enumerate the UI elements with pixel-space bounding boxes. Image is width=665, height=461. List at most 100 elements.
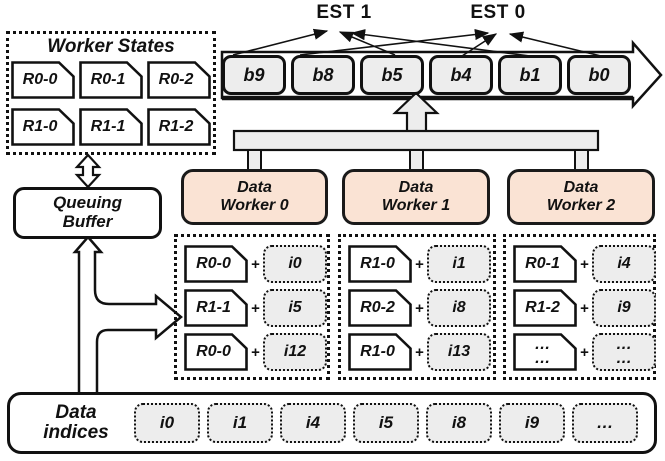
worker-1-queue: R1-0 + i1 R0-2 + i8 R1-0 + i13 [338, 234, 496, 380]
data-worker-1-line1: Data [398, 178, 434, 196]
bus-stub-worker0 [247, 149, 262, 172]
queue-row: R0-1 + i4 [513, 245, 656, 283]
data-index-item: … [572, 403, 638, 443]
state-card-label: R1-0 [360, 255, 395, 273]
state-card-shape [146, 61, 211, 99]
data-index-item: i5 [353, 403, 419, 443]
distribution-bus [232, 91, 600, 172]
data-worker-1-line2: Worker 1 [381, 197, 451, 214]
plus-sign: + [251, 343, 260, 361]
state-card: R0-0 [184, 333, 248, 371]
state-card: R1-0 [348, 333, 412, 371]
data-index-item: i1 [207, 403, 273, 443]
state-card-label: R0-1 [525, 255, 560, 273]
data-index-list: i0 i1 i4 i5 i8 i9 … [134, 403, 638, 443]
queue-row: R1-1 + i5 [184, 289, 327, 327]
state-card-shape [513, 245, 577, 283]
batch-block-b4: b4 [429, 55, 493, 95]
plus-sign: + [415, 255, 424, 273]
state-card-label: R1-1 [196, 299, 231, 317]
state-card: R1-2 [513, 289, 577, 327]
data-indices-title-line1: Data [55, 402, 97, 424]
index-cell: i0 [263, 245, 327, 283]
bus-bar [232, 129, 600, 152]
state-card-label: R0-0 [196, 343, 231, 361]
queue-row: R0-2 + i8 [348, 289, 493, 327]
state-card-shape [10, 61, 75, 99]
state-card-label: R1-2 [525, 299, 560, 317]
worker-state-cell: R1-1 [78, 108, 143, 146]
state-card-label: R0-0 [196, 255, 231, 273]
state-card-shape [348, 289, 412, 327]
est-assignment-arrows [232, 28, 602, 57]
plus-sign: + [251, 299, 260, 317]
plus-sign: + [415, 343, 424, 361]
state-card-shape [513, 333, 577, 371]
state-card-label: R1-0 [360, 343, 395, 361]
data-indices-title: Data indices [30, 403, 122, 443]
index-cell: i1 [427, 245, 491, 283]
state-card-shape [184, 333, 248, 371]
worker-state-label: R1-1 [90, 118, 126, 136]
data-index-item: i0 [134, 403, 200, 443]
queue-row: R0-0 + i0 [184, 245, 327, 283]
state-card-shape [78, 108, 143, 146]
worker-state-cell: R0-0 [10, 61, 75, 99]
data-indices-panel: Data indices i0 i1 i4 i5 i8 i9 … [7, 392, 657, 454]
queuing-buffer: Queuing Buffer [13, 187, 162, 239]
state-card: R0-0 [184, 245, 248, 283]
data-worker-0-line2: Worker 0 [220, 197, 289, 214]
worker-states-title: Worker States [47, 36, 175, 57]
index-cell: … … [592, 333, 656, 371]
queue-row: R1-0 + i13 [348, 333, 493, 371]
index-cell: i13 [427, 333, 491, 371]
batch-blocks: b9 b8 b5 b4 b1 b0 [222, 55, 631, 95]
bus-stub-worker1 [409, 149, 424, 172]
queuing-buffer-label-line1: Queuing [53, 193, 122, 213]
worker-state-cell: R0-1 [78, 61, 143, 99]
index-cell: i4 [592, 245, 656, 283]
data-indices-title-line2: indices [43, 422, 109, 443]
worker-state-label: R1-0 [22, 118, 58, 136]
worker-state-label: R0-2 [158, 71, 194, 89]
data-worker-0: Data Worker 0 [181, 169, 328, 225]
worker-state-label: R1-2 [158, 118, 194, 136]
state-card-shape [146, 108, 211, 146]
state-card: R0-2 [348, 289, 412, 327]
plus-sign: + [580, 255, 589, 273]
fork-arrow [72, 235, 183, 396]
batch-block-b9: b9 [222, 55, 286, 95]
plus-sign: + [251, 255, 260, 273]
data-worker-2: Data Worker 2 [507, 169, 655, 225]
est-0-label: EST 0 [470, 2, 526, 23]
state-card-shape [348, 245, 412, 283]
state-card-shape [513, 289, 577, 327]
state-card: R1-1 [184, 289, 248, 327]
worker-state-cell: R0-2 [146, 61, 211, 99]
state-card-shape [10, 108, 75, 146]
state-card: R0-1 [513, 245, 577, 283]
bus-stub-worker2 [574, 149, 589, 172]
state-card-label: R0-2 [360, 299, 395, 317]
plus-sign: + [580, 343, 589, 361]
plus-sign: + [580, 299, 589, 317]
data-worker-2-line1: Data [563, 178, 599, 196]
bus-up-arrow-icon [392, 91, 440, 134]
index-cell: i12 [263, 333, 327, 371]
state-card-label: … … [534, 336, 551, 367]
sync-double-arrow-icon [74, 153, 102, 189]
state-card-shape [184, 289, 248, 327]
data-index-item: i4 [280, 403, 346, 443]
state-card-shape [184, 245, 248, 283]
queue-row: R0-0 + i12 [184, 333, 327, 371]
state-card-shape [78, 61, 143, 99]
data-index-item: i8 [426, 403, 492, 443]
est-1-label: EST 1 [316, 2, 372, 23]
state-card: … … [513, 333, 577, 371]
worker-states-grid: R0-0 R0-1 R0-2 R1-0 R1-1 R1-2 [10, 61, 211, 146]
worker-state-cell: R1-0 [10, 108, 75, 146]
batch-block-b1: b1 [498, 55, 562, 95]
worker-0-queue: R0-0 + i0 R1-1 + i5 R0-0 + i12 [174, 234, 330, 380]
index-cell: i8 [427, 289, 491, 327]
